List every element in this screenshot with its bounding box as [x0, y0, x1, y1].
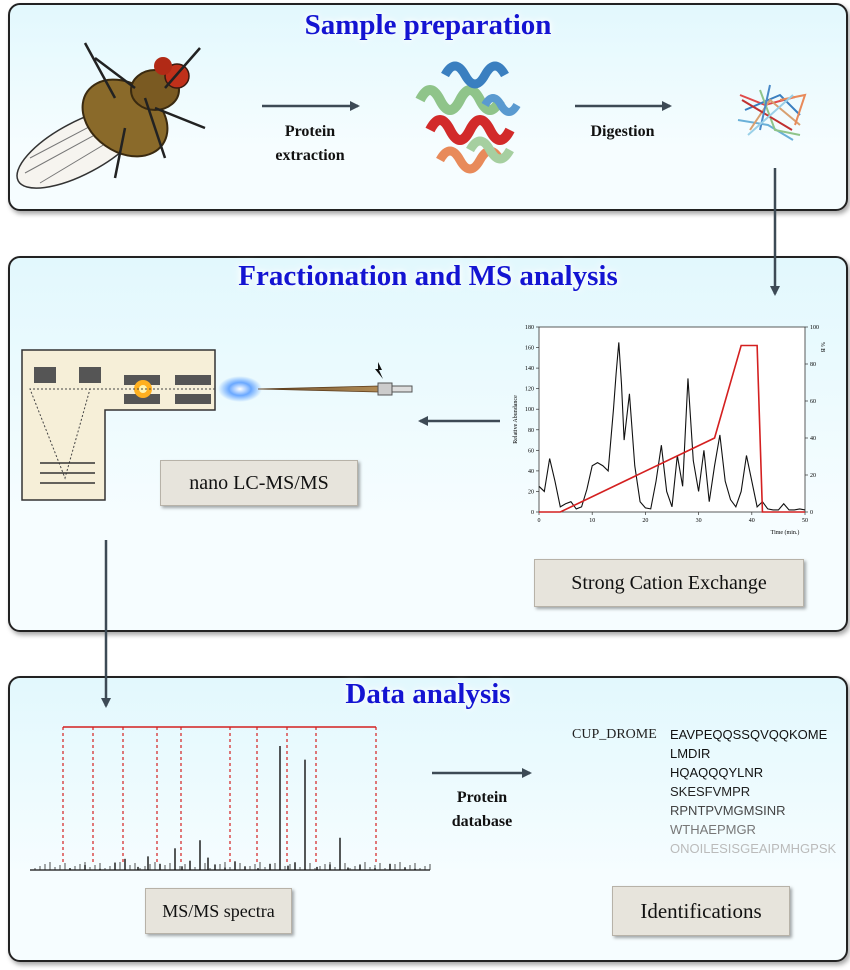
- mass-spectrometer-icon: [21, 349, 216, 501]
- msms-spectrum: [30, 726, 431, 871]
- x-tick-label: 20: [642, 518, 648, 524]
- y-tick-label: 140: [525, 366, 534, 372]
- y-tick-label: 160: [525, 346, 534, 352]
- nano-lc-msms-label: nano LC-MS/MS: [160, 460, 358, 506]
- y-tick-label: 120: [525, 387, 534, 393]
- x-tick-label: 0: [538, 518, 541, 524]
- protein-structure-icon: [415, 61, 521, 174]
- peptide-fragments-icon: [737, 84, 807, 141]
- y-tick-label: 40: [528, 469, 534, 475]
- peptide-sequence: RPNTPVMGMSINR: [670, 803, 786, 818]
- panel-title: Data analysis: [345, 678, 511, 710]
- voltage-bolt-icon: [375, 362, 383, 379]
- peptide-sequence: WTHAEPMGR: [670, 822, 756, 837]
- y2-tick-label: 100: [810, 325, 819, 331]
- x-tick-label: 10: [589, 518, 595, 524]
- x-tick-label: 30: [696, 518, 702, 524]
- label-line: Protein: [456, 789, 508, 806]
- fly-icon: [16, 42, 206, 189]
- plot-area: [538, 326, 806, 513]
- nano-lc-column-icon: [257, 362, 413, 396]
- protein-extraction-label: Protein extraction: [262, 120, 358, 168]
- x-tick-label: 50: [802, 518, 808, 524]
- y-tick-label: 80: [528, 428, 534, 434]
- x-tick-label: 40: [749, 518, 755, 524]
- peptide-list: EAVPEQQSSQVQQKOME LMDIR HQAQQQYLNR SKESFVMP…: [670, 725, 836, 858]
- msms-spectra-label: MS/MS spectra: [145, 888, 292, 934]
- peptide-sequence: EAVPEQQSSQVQQKOME: [670, 727, 828, 742]
- x-axis-label: Time (min.): [771, 529, 800, 536]
- peptide-sequence: ONOILESISGEAIPMHGPSK: [670, 841, 837, 856]
- strong-cation-exchange-label: Strong Cation Exchange: [534, 559, 804, 607]
- panel-title: Fractionation and MS analysis: [238, 260, 618, 292]
- y-tick-label: 60: [528, 448, 534, 454]
- electrospray-glow-icon: [218, 376, 262, 402]
- y-tick-label: 180: [525, 325, 534, 331]
- label-line: database: [451, 813, 513, 830]
- peptide-sequence: SKESFVMPR: [670, 784, 751, 799]
- y-axis-label: Relative Abundance: [513, 395, 519, 444]
- identifications-label: Identifications: [612, 886, 790, 936]
- y2-axis-label: % B: [819, 342, 825, 353]
- y-tick-label: 0: [531, 510, 534, 516]
- abundance-line: [538, 342, 806, 511]
- y2-tick-label: 60: [810, 399, 816, 405]
- protein-id: CUP_DROME: [572, 727, 657, 742]
- gradient-line: [539, 344, 805, 513]
- protein-database-label: Protein database: [432, 786, 532, 834]
- y2-tick-label: 20: [810, 473, 816, 479]
- label-line: Protein: [284, 123, 336, 140]
- label-line: extraction: [275, 147, 345, 164]
- y-tick-label: 20: [528, 489, 534, 495]
- digestion-label: Digestion: [590, 123, 655, 140]
- peptide-sequence: LMDIR: [670, 746, 711, 761]
- y2-tick-label: 0: [810, 510, 813, 516]
- peptide-sequence: HQAQQQYLNR: [670, 765, 764, 780]
- panel-title: Sample preparation: [304, 9, 552, 41]
- y2-tick-label: 40: [810, 436, 816, 442]
- y-tick-label: 100: [525, 407, 534, 413]
- y2-tick-label: 80: [810, 362, 816, 368]
